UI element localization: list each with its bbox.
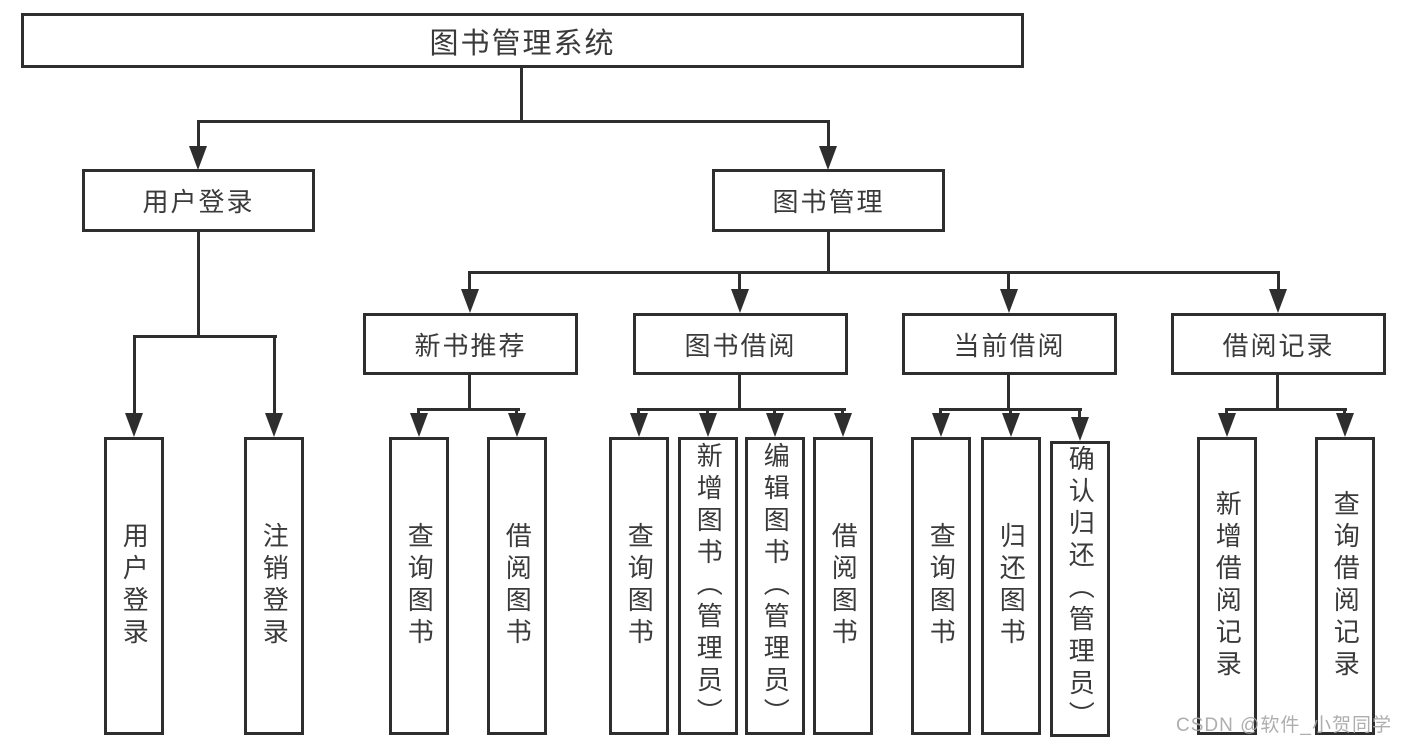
- connector-line: [468, 375, 471, 411]
- connector-line: [520, 68, 523, 120]
- node-borrow-records: 借阅记录: [1171, 313, 1386, 375]
- arrow-down-icon: [508, 413, 526, 437]
- connector-line: [417, 408, 520, 411]
- arrow-down-icon: [932, 413, 950, 437]
- connector-line: [197, 232, 200, 338]
- arrow-down-icon: [766, 413, 784, 437]
- arrow-down-icon: [1218, 413, 1236, 437]
- arrow-down-icon: [1000, 289, 1018, 313]
- connector-line: [197, 120, 830, 123]
- leaf-newbook-borrow: 借阅图书: [487, 437, 547, 735]
- arrow-down-icon: [189, 146, 207, 170]
- leaf-records-add: 新增借阅记录: [1197, 437, 1257, 735]
- arrow-down-icon: [731, 289, 749, 313]
- leaf-borrow-query: 查询图书: [609, 437, 669, 735]
- connector-line: [197, 120, 200, 150]
- arrow-down-icon: [699, 413, 717, 437]
- arrow-down-icon: [630, 413, 648, 437]
- node-book-borrow: 图书借阅: [633, 313, 848, 375]
- connector-line: [468, 271, 471, 291]
- arrow-down-icon: [1071, 417, 1089, 441]
- leaf-current-return: 归还图书: [981, 437, 1041, 735]
- csdn-watermark: CSDN @软件_小贺同学: [1176, 715, 1392, 736]
- connector-line: [637, 408, 846, 411]
- arrow-down-icon: [265, 413, 283, 437]
- arrow-down-icon: [125, 413, 143, 437]
- connector-line: [1225, 408, 1347, 411]
- connector-line: [273, 335, 276, 415]
- arrow-down-icon: [461, 289, 479, 313]
- leaf-user-login: 用户登录: [104, 437, 164, 735]
- arrow-down-icon: [1269, 289, 1287, 313]
- arrow-down-icon: [834, 413, 852, 437]
- leaf-records-query: 查询借阅记录: [1315, 437, 1375, 735]
- connector-line: [1007, 271, 1010, 291]
- arrow-down-icon: [410, 413, 428, 437]
- arrow-down-icon: [819, 146, 837, 170]
- leaf-borrow-borrow: 借阅图书: [813, 437, 873, 735]
- connector-line: [827, 232, 830, 274]
- leaf-current-confirm-return-admin: 确认归还（管理员）: [1050, 441, 1110, 737]
- connector-line: [468, 271, 1280, 274]
- connector-line: [1078, 408, 1081, 420]
- connector-line: [827, 120, 830, 150]
- connector-line: [1276, 375, 1279, 411]
- node-current-borrow: 当前借阅: [902, 313, 1117, 375]
- arrow-down-icon: [1002, 413, 1020, 437]
- connector-line: [133, 335, 277, 338]
- arrow-down-icon: [1336, 413, 1354, 437]
- node-root-system: 图书管理系统: [21, 13, 1024, 68]
- leaf-borrow-edit-admin: 编辑图书（管理员）: [745, 437, 805, 735]
- leaf-borrow-add-admin: 新增图书（管理员）: [678, 437, 738, 735]
- connector-line: [133, 335, 136, 415]
- leaf-current-query: 查询图书: [911, 437, 971, 735]
- connector-line: [738, 375, 741, 411]
- connector-line: [738, 271, 741, 291]
- connector-line: [1007, 375, 1010, 411]
- leaf-logout: 注销登录: [244, 437, 304, 735]
- leaf-newbook-query: 查询图书: [389, 437, 449, 735]
- node-book-management-module: 图书管理: [712, 169, 945, 232]
- node-new-book-recommend: 新书推荐: [363, 313, 578, 375]
- connector-line: [1277, 271, 1280, 291]
- node-user-login-module: 用户登录: [82, 169, 315, 232]
